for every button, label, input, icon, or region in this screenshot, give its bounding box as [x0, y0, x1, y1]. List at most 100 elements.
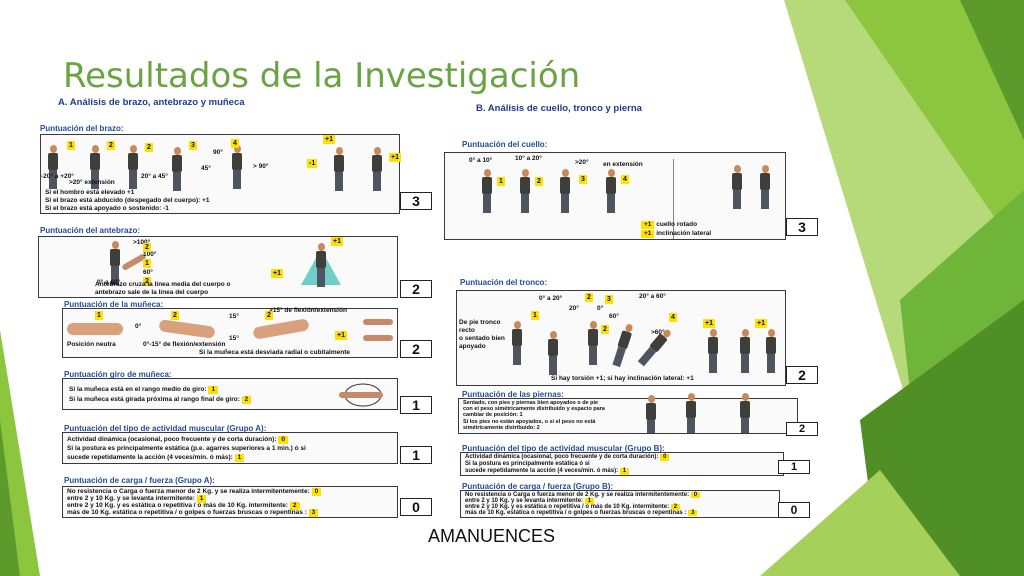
antebrazo-figure-box: >100° 100° 60° 0° a 60° 2 1 2 +1 +1 Ante… [38, 236, 398, 298]
muneca-score: 2 [400, 340, 432, 358]
muneca-note: Si la muñeca está desviada radial o cubi… [199, 349, 351, 356]
tronco-tag: +1 [755, 319, 767, 328]
piernas-note: cambiar de posición: 1 [463, 412, 523, 418]
actividad-b-line: sucede repetidamente la acción (4 veces/… [465, 468, 630, 475]
figure-person-seated [645, 395, 657, 433]
giro-line-text: Si la muñeca está girada próxima al rang… [69, 396, 240, 403]
brazo-tag: 2 [107, 141, 115, 150]
cuello-tag: 4 [621, 175, 629, 184]
cuello-note: +1 inclinación lateral [641, 230, 711, 238]
carga-line-value: 1 [196, 495, 207, 503]
figure-person [587, 321, 599, 365]
figure-person [89, 145, 101, 189]
brazo-angle: 45° [201, 165, 211, 172]
actividad-line-text: Actividad dinámica (ocasional, poco frec… [465, 454, 659, 460]
carga-line-text: más de 10 Kg. estática o repetitiva / o … [465, 510, 687, 516]
carga-b-box: No resistencia o Carga o fuerza menor de… [460, 490, 780, 518]
hand-shape [252, 318, 310, 340]
carga-line-value: 2 [289, 502, 300, 510]
cuello-note-text: inclinación lateral [656, 230, 712, 237]
carga-line-value: 0 [690, 492, 701, 498]
antebrazo-tag: 2 [143, 243, 151, 252]
carga-line-value: 1 [584, 498, 595, 504]
cuello-heading: Puntuación del cuello: [462, 140, 548, 149]
tronco-tag: 1 [531, 311, 539, 320]
actividad-a-score: 1 [400, 446, 432, 464]
hand-shape [363, 319, 393, 325]
actividad-a-line: Actividad dinámica (ocasional, poco frec… [67, 436, 288, 444]
piernas-heading: Puntuación de las piernas: [462, 390, 564, 399]
muneca-tag: 2 [171, 311, 179, 320]
figure-person [127, 145, 139, 189]
cuello-note: +1 cuello rotado [641, 221, 697, 229]
figure-person-back [333, 147, 345, 191]
carga-line-text: No resistencia o Carga o fuerza menor de… [67, 488, 310, 495]
panel-a: A. Análisis de brazo, antebrazo y muñeca… [36, 96, 442, 518]
carga-line-text: entre 2 y 10 Kg. y se levanta intermiten… [67, 495, 195, 502]
figure-person [47, 145, 59, 189]
tronco-note: recto [459, 327, 475, 334]
muneca-tag: 1 [95, 311, 103, 320]
brazo-angle: 20° a 45° [141, 173, 168, 180]
actividad-b-score: 1 [778, 460, 810, 474]
figure-person [765, 329, 777, 373]
carga-line-text: entre 2 y 10 Kg. y se levanta intermiten… [465, 498, 584, 504]
antebrazo-heading: Puntuación del antebrazo: [40, 226, 141, 235]
muneca-angle: >15° de flexión/extensión [269, 307, 347, 314]
actividad-a-line: Si la postura es principalmente estática… [67, 445, 306, 452]
muneca-heading: Puntuación de la muñeca: [64, 300, 164, 309]
carga-line-text: entre 2 y 10 Kg. y es estática o repetit… [67, 502, 289, 509]
footer-label: AMANUENCES [428, 526, 556, 546]
figure-person [511, 321, 523, 365]
actividad-b-box: Actividad dinámica (ocasional, poco frec… [460, 452, 784, 476]
muneca-figure-box: 1 2 2 +1 0° 15° 15° >15° de flexión/exte… [62, 307, 398, 358]
brazo-tag: -1 [307, 159, 318, 168]
tronco-note: apoyado [459, 343, 486, 350]
hand-shape [158, 319, 216, 339]
muneca-note: Posición neutra [67, 341, 116, 348]
figure-person [739, 329, 751, 373]
carga-line-text: No resistencia o Carga o fuerza menor de… [465, 492, 690, 498]
cuello-angle: 10° a 20° [515, 155, 542, 162]
figure-person [481, 169, 493, 213]
antebrazo-angle: 0° a 60° [97, 279, 121, 286]
actividad-line-text: Actividad dinámica (ocasional, poco frec… [67, 436, 277, 443]
figure-person [315, 243, 327, 287]
figure-person [171, 147, 183, 191]
muneca-tag: 2 [265, 311, 273, 320]
carga-line-value: 3 [308, 509, 319, 517]
brazo-tag: +1 [389, 153, 401, 162]
tronco-tag: 2 [601, 325, 609, 334]
giro-line: Si la muñeca está en el rango medio de g… [69, 386, 219, 394]
cuello-tag: 3 [579, 175, 587, 184]
cuello-tag: 2 [535, 177, 543, 186]
carga-line-value: 2 [670, 504, 681, 510]
brazo-tag: 3 [189, 141, 197, 150]
panel-b: B. Análisis de cuello, tronco y pierna P… [444, 100, 822, 520]
piernas-note: con el peso simétricamente distribuido y… [463, 406, 605, 412]
actividad-line-text: sucede repetidamente la acción (4 veces/… [465, 468, 619, 474]
tronco-tag: 2 [585, 293, 593, 302]
tronco-heading: Puntuación del tronco: [460, 278, 548, 287]
giro-line-text: Si la muñeca está en el rango medio de g… [69, 386, 207, 393]
carga-a-heading: Puntuación de carga / fuerza (Grupo A): [64, 476, 215, 485]
piernas-note: Sentado, con pies y piernas bien apoyado… [463, 400, 599, 406]
tronco-angle: 20° a 60° [639, 293, 666, 300]
figure-person [559, 169, 571, 213]
carga-b-heading: Puntuación de carga / fuerza (Grupo B): [462, 482, 614, 491]
antebrazo-angle: 100° [143, 251, 157, 258]
carga-a-line: entre 2 y 10 Kg. y se levanta intermiten… [67, 495, 207, 503]
piernas-note: Si los pies no están apoyados, o si el p… [463, 419, 596, 425]
actividad-a-line: sucede repetidamente la acción (4 veces/… [67, 454, 245, 462]
brazo-heading: Puntuación del brazo: [40, 124, 124, 133]
figure-person-seated [547, 331, 559, 375]
figure-person-bending [610, 322, 635, 368]
actividad-b-line: Si la postura es principalmente estática… [465, 461, 590, 467]
muneca-angle: 15° [229, 313, 239, 320]
carga-line-text: más de 10 Kg. estática o repetitiva / o … [67, 509, 307, 516]
carga-a-line: No resistencia o Carga o fuerza menor de… [67, 488, 322, 496]
carga-b-line: más de 10 Kg. estática o repetitiva / o … [465, 510, 698, 516]
brazo-angle: 90° [213, 149, 223, 156]
brazo-angle: -20° a +20° [41, 173, 74, 180]
actividad-line-value: 1 [619, 468, 630, 475]
